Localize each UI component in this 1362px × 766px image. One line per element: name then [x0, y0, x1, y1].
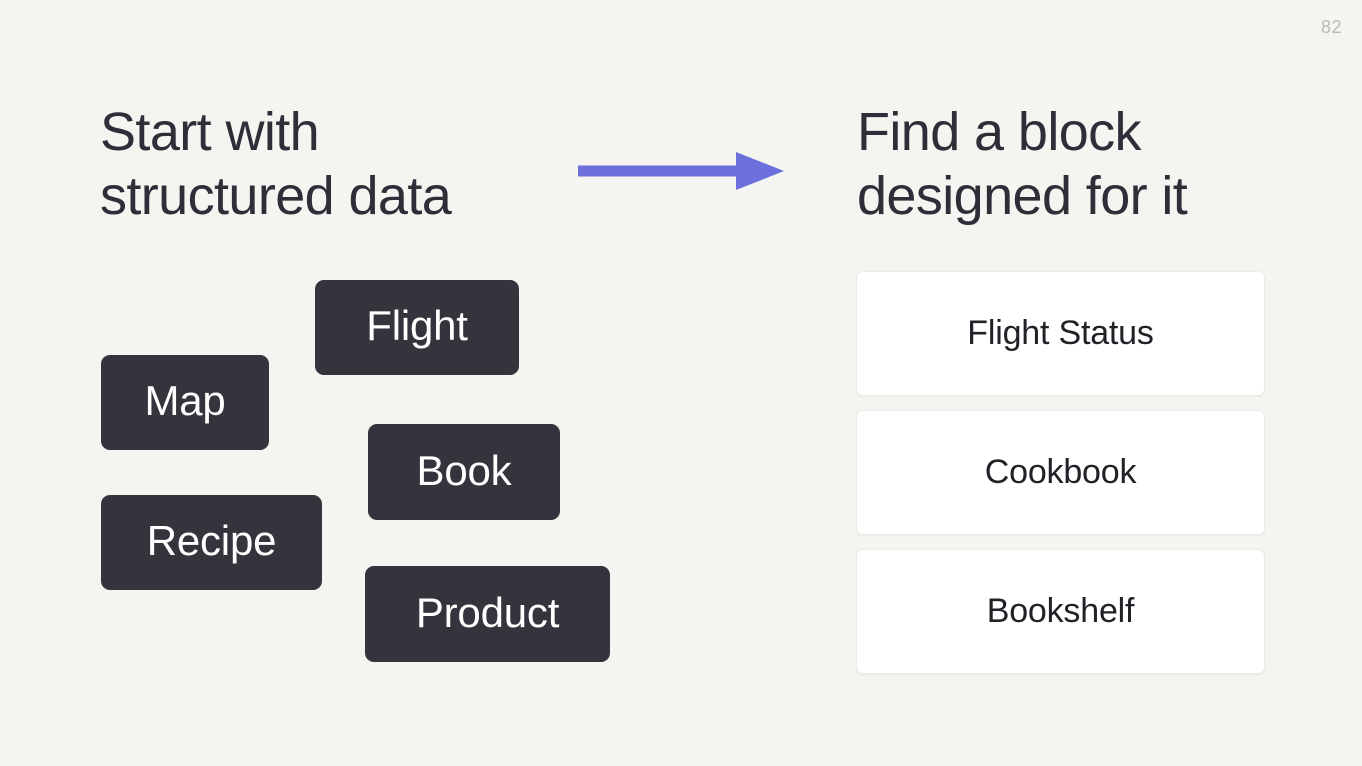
page-number: 82: [1320, 17, 1342, 37]
tag-flight: Flight: [315, 280, 519, 375]
tag-recipe: Recipe: [101, 495, 322, 590]
tag-recipe-label: Recipe: [146, 517, 277, 564]
tag-flight-label: Flight: [366, 302, 468, 349]
left-heading: Start with structured data: [100, 102, 452, 226]
tag-book-label: Book: [416, 446, 512, 494]
block-card-flight-status[interactable]: Flight Status: [856, 271, 1265, 396]
tag-map: Map: [101, 355, 269, 450]
tag-product-label: Product: [415, 588, 560, 636]
block-card-bookshelf[interactable]: Bookshelf: [856, 549, 1265, 674]
tag-product: Product: [365, 566, 610, 662]
right-arrow-icon: [578, 148, 786, 194]
block-card-label: Cookbook: [984, 453, 1137, 491]
block-card-label: Flight Status: [967, 314, 1154, 352]
block-card-cookbook[interactable]: Cookbook: [856, 410, 1265, 535]
block-card-label: Bookshelf: [986, 592, 1135, 630]
tag-book: Book: [368, 424, 560, 520]
tag-map-label: Map: [144, 377, 226, 424]
right-heading: Find a block designed for it: [857, 102, 1188, 226]
